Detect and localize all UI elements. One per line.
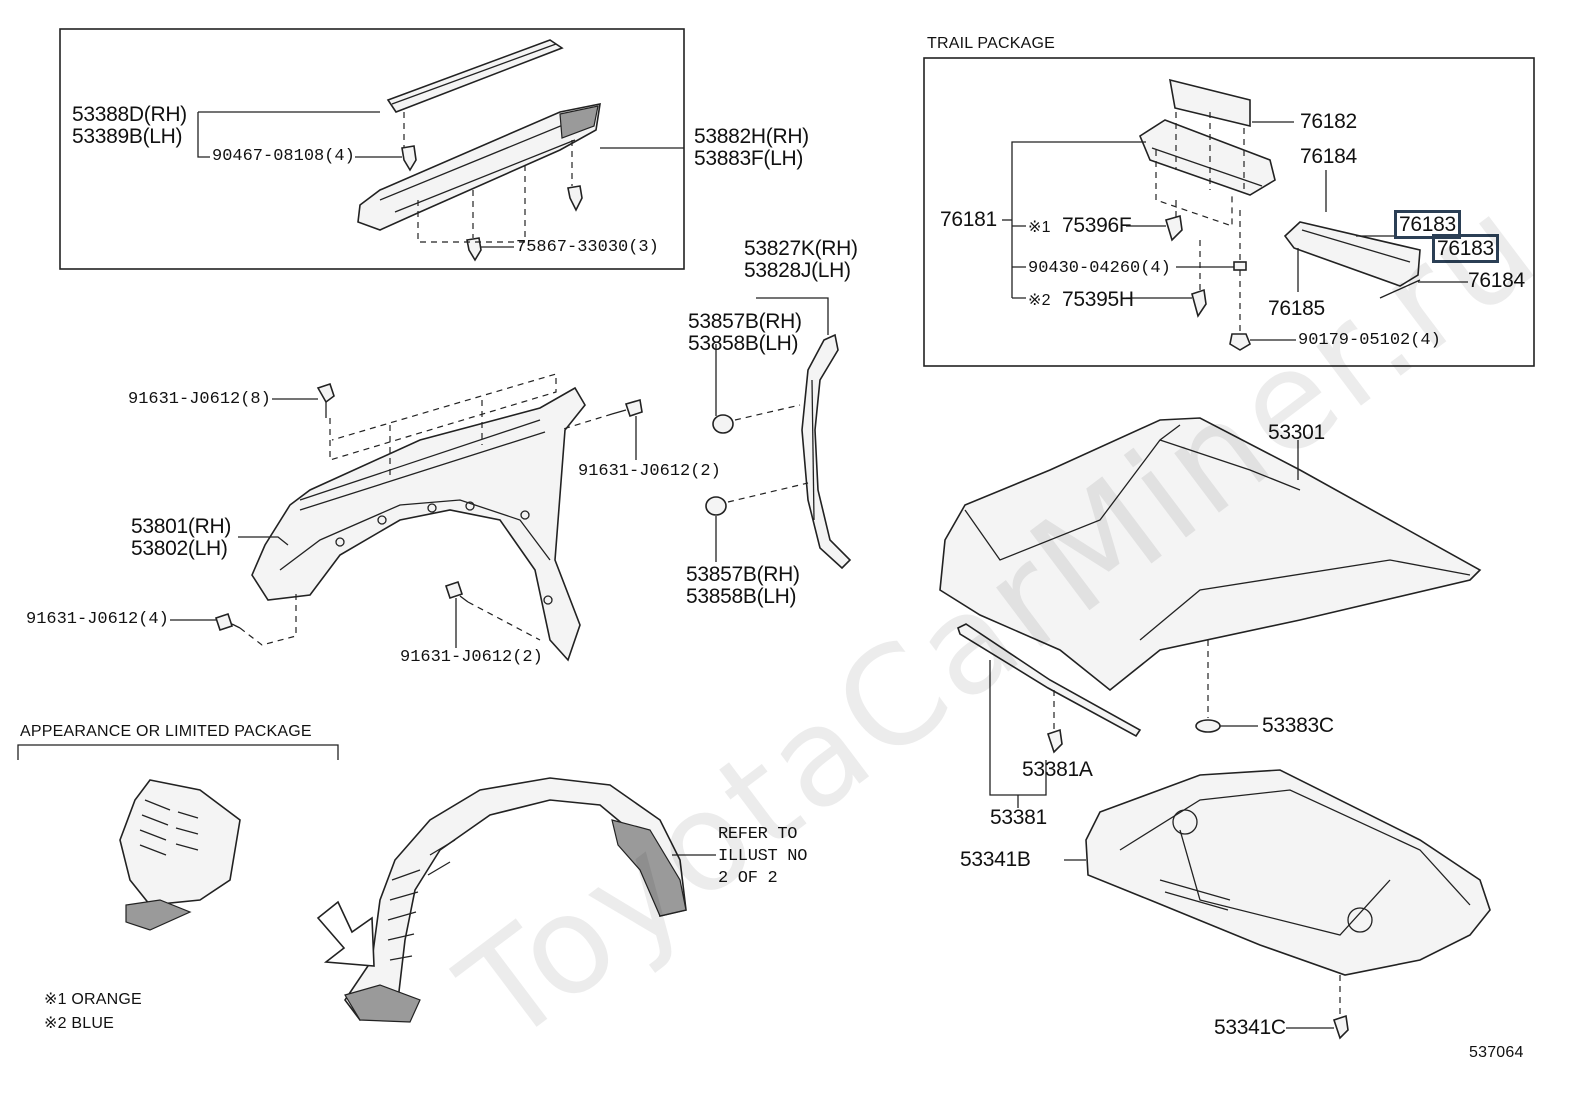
trail-grille-76183	[1283, 221, 1421, 287]
part-90430[interactable]: 90430-04260(4)	[1028, 259, 1171, 278]
trail-scoop-76181	[1139, 119, 1276, 196]
trail-bracket-76182	[1168, 78, 1251, 128]
arrow-indicator	[316, 900, 375, 967]
part-75396F[interactable]: 75396F	[1062, 214, 1132, 237]
clip-53381A	[1046, 728, 1063, 754]
nut-90179	[1229, 333, 1251, 351]
fender-panel	[251, 386, 586, 662]
part-53801-53802[interactable]: 53801(RH) 53802(LH)	[131, 516, 231, 560]
part-76184-top[interactable]: 76184	[1300, 145, 1357, 168]
part-number: 53857B(RH)	[686, 563, 800, 586]
appearance-bracket	[17, 744, 339, 760]
molding-strip	[386, 39, 564, 113]
part-76182[interactable]: 76182	[1300, 110, 1357, 133]
diagram-id: 537064	[1469, 1044, 1524, 1061]
cushion-53383C	[1195, 719, 1221, 733]
part-number: 53858B(LH)	[688, 332, 799, 355]
part-number: 53882H(RH)	[694, 125, 809, 148]
trail-package-header: TRAIL PACKAGE	[927, 35, 1055, 52]
bolt-91631-right	[611, 398, 643, 418]
clip-75867-right	[567, 185, 583, 212]
clip-53857B-top	[712, 414, 734, 434]
fender-liner	[344, 777, 687, 1023]
part-76183-highlight-2[interactable]: 76183	[1432, 234, 1499, 263]
part-53301[interactable]: 53301	[1268, 421, 1325, 444]
part-90467[interactable]: 90467-08108(4)	[212, 147, 355, 166]
refer-line: ILLUST NO	[718, 847, 808, 866]
legend-note-1: ※1 ORANGE	[44, 991, 142, 1008]
clip-75867-bottom	[466, 237, 482, 262]
part-76181[interactable]: 76181	[940, 208, 997, 231]
fender-seal	[801, 333, 852, 570]
mark-note-1: ※1	[1028, 219, 1051, 236]
part-91631-8[interactable]: 91631-J0612(8)	[128, 390, 271, 409]
appearance-liner-piece	[119, 779, 241, 931]
part-53341C[interactable]: 53341C	[1214, 1016, 1286, 1039]
part-number: 53827K(RH)	[744, 237, 858, 260]
mark-note-2: ※2	[1028, 292, 1051, 309]
part-number: 53858B(LH)	[686, 585, 797, 608]
legend-note-2: ※2 BLUE	[44, 1015, 114, 1032]
bolt-91631-bottom	[444, 580, 469, 603]
part-76184-bottom[interactable]: 76184	[1468, 269, 1525, 292]
clip-53857B-bottom	[705, 496, 727, 516]
molding-group-frame	[59, 28, 685, 270]
bolt-91631-top	[316, 382, 335, 418]
refer-line: REFER TO	[718, 825, 798, 844]
part-number: 53802(LH)	[131, 537, 228, 560]
part-91631-4[interactable]: 91631-J0612(4)	[26, 610, 169, 629]
clip-75396F	[1165, 214, 1183, 242]
part-91631-2-right[interactable]: 91631-J0612(2)	[578, 462, 721, 481]
nut-90430	[1233, 261, 1247, 271]
trail-package-frame	[923, 57, 1535, 367]
clip-90467	[401, 145, 417, 172]
hood-panel	[939, 417, 1482, 692]
part-number: 53828J(LH)	[744, 259, 851, 282]
part-53827K-53828J[interactable]: 53827K(RH) 53828J(LH)	[744, 238, 858, 282]
part-number: 53883F(LH)	[694, 147, 804, 170]
hood-insulator-53341B	[1085, 769, 1491, 976]
refer-line: 2 OF 2	[718, 869, 778, 888]
part-number: 53801(RH)	[131, 515, 232, 538]
part-90179[interactable]: 90179-05102(4)	[1298, 331, 1441, 350]
part-53381A[interactable]: 53381A	[1022, 758, 1093, 781]
refer-note: REFER TO ILLUST NO 2 OF 2	[718, 824, 807, 890]
molding-bracket	[357, 102, 601, 231]
clip-53341C	[1332, 1014, 1349, 1040]
clip-75395H	[1191, 288, 1207, 318]
part-53882H-53883F[interactable]: 53882H(RH) 53883F(LH)	[694, 126, 809, 170]
part-number: 53389B(LH)	[72, 125, 183, 148]
hood-seal-53381	[957, 623, 1142, 738]
part-75395H[interactable]: 75395H	[1062, 288, 1134, 311]
part-53857B-53858B-top[interactable]: 53857B(RH) 53858B(LH)	[688, 311, 802, 355]
part-53388D-53389B[interactable]: 53388D(RH) 53389B(LH)	[72, 104, 187, 148]
part-53857B-53858B-bottom[interactable]: 53857B(RH) 53858B(LH)	[686, 564, 800, 608]
part-91631-2-bottom[interactable]: 91631-J0612(2)	[400, 648, 543, 667]
part-number: 53857B(RH)	[688, 310, 802, 333]
part-75867[interactable]: 75867-33030(3)	[516, 238, 659, 257]
part-53381[interactable]: 53381	[990, 806, 1047, 829]
part-53383C[interactable]: 53383C	[1262, 714, 1334, 737]
bolt-91631-left	[214, 612, 241, 632]
part-76183-highlight-1[interactable]: 76183	[1394, 210, 1461, 239]
part-number: 53388D(RH)	[72, 103, 187, 126]
appearance-package-header: APPEARANCE OR LIMITED PACKAGE	[20, 723, 312, 740]
part-76185[interactable]: 76185	[1268, 297, 1325, 320]
part-53341B[interactable]: 53341B	[960, 848, 1031, 871]
